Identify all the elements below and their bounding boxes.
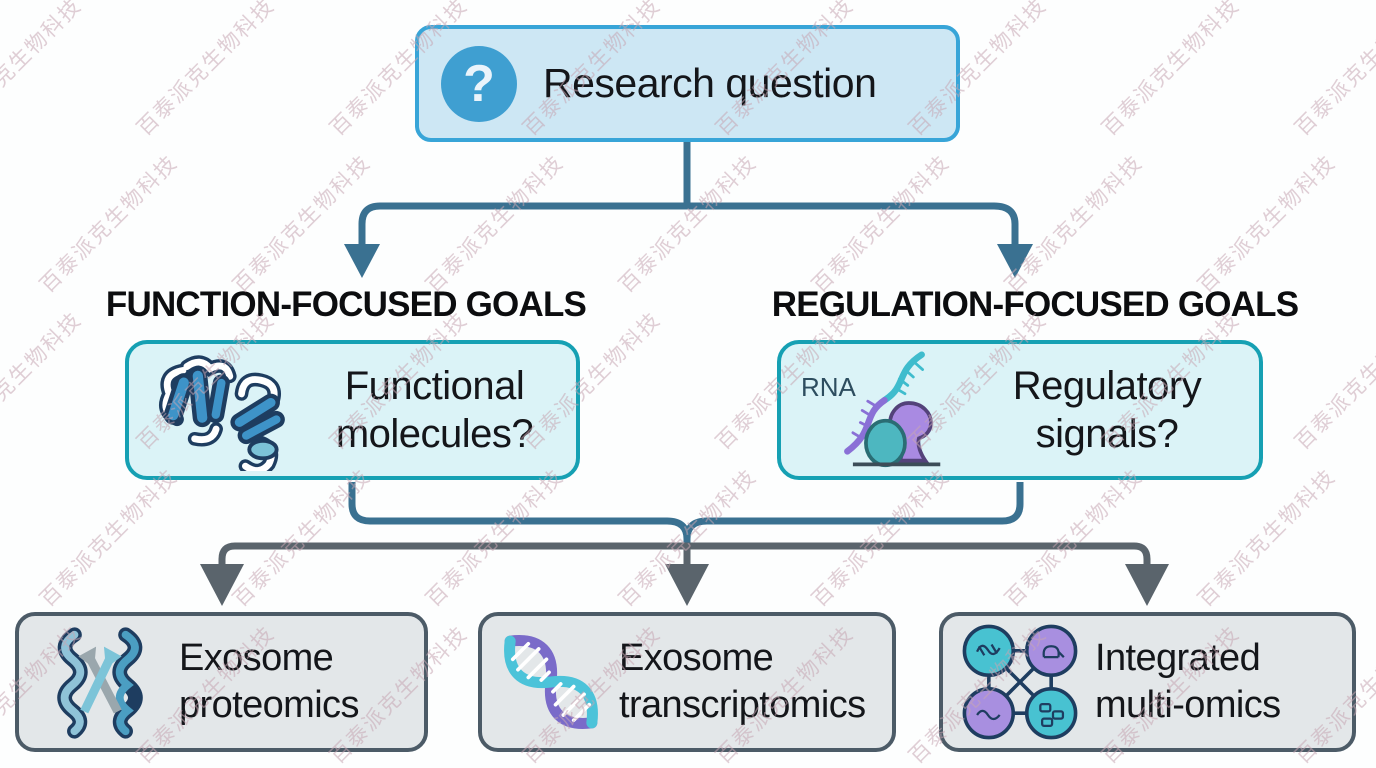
arrowhead-outcome-3 — [1125, 564, 1169, 606]
line-left-merge — [348, 482, 691, 547]
multi-omics-network-icon — [962, 624, 1078, 740]
question-mark-glyph: ? — [463, 54, 495, 113]
rna-strand-icon — [844, 351, 941, 468]
label-line: multi-omics — [1095, 684, 1281, 726]
arrowhead-outcome-2 — [665, 564, 709, 606]
regulation-goals-heading: REGULATION-FOCUSED GOALS — [771, 285, 1299, 324]
protein-structure-icon — [158, 355, 285, 471]
label-line: proteomics — [179, 684, 359, 726]
label-line: molecules? — [335, 412, 534, 456]
label-line: transcriptomics — [619, 684, 866, 726]
question-icon: ? — [441, 45, 517, 122]
exosome-proteomics-node: Exosome proteomics — [15, 612, 428, 752]
functional-molecules-node: Functional molecules? — [125, 340, 580, 480]
label-line: Exosome — [619, 636, 774, 679]
vesicle-shape — [864, 418, 907, 468]
regulatory-signals-node: RNA Regulatory signals? — [777, 340, 1263, 480]
research-question-label: Research question — [543, 60, 877, 106]
rna-glyph — [976, 709, 1001, 721]
rna-icon-group: RNA — [799, 346, 957, 474]
arrowhead-left-branch — [344, 244, 380, 278]
exosome-transcriptomics-label: Exosome transcriptomics — [619, 635, 866, 730]
label-line: Regulatory — [1012, 364, 1202, 408]
integrated-multi-omics-node: Integrated multi-omics — [939, 612, 1356, 752]
line-right-merge — [683, 482, 1024, 540]
label-line: signals? — [1035, 412, 1179, 456]
rna-label: RNA — [801, 372, 856, 402]
label-line: Exosome — [179, 636, 334, 679]
line-root-split — [358, 202, 1019, 248]
arrowhead-right-branch — [997, 244, 1033, 278]
label-line: Integrated — [1095, 636, 1261, 679]
peptide-glyph — [1039, 703, 1052, 713]
exosome-transcriptomics-node: Exosome transcriptomics — [478, 612, 896, 752]
dna-helix-icon — [504, 635, 598, 729]
regulatory-signals-label: Regulatory signals? — [965, 362, 1249, 458]
arrowhead-outcome-1 — [200, 564, 244, 606]
exosome-proteomics-label: Exosome proteomics — [179, 635, 359, 730]
function-goals-heading: FUNCTION-FOCUSED GOALS — [105, 285, 587, 324]
research-question-node: ? Research question — [415, 25, 960, 142]
protein-helix-icon — [57, 627, 143, 739]
functional-molecules-label: Functional molecules? — [303, 362, 566, 458]
label-line: Functional — [344, 364, 525, 408]
integrated-multi-omics-label: Integrated multi-omics — [1095, 635, 1281, 730]
